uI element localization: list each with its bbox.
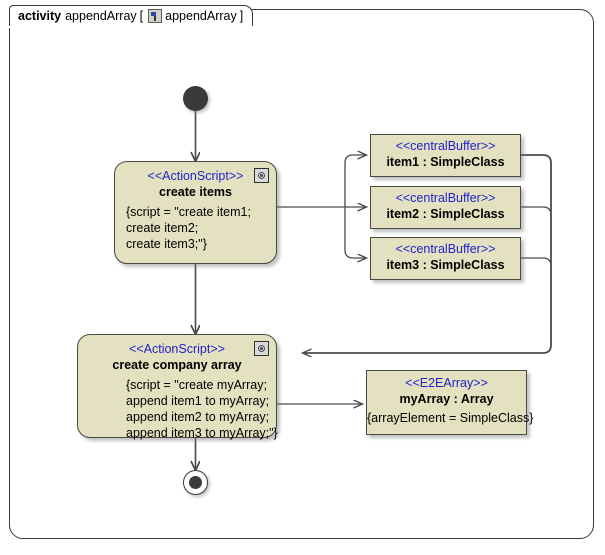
- action-node-create-items[interactable]: <<ActionScript>> create items {script = …: [114, 161, 277, 264]
- frame-tab-bracket-close: ]: [239, 9, 244, 23]
- activity-frame-tab[interactable]: activity appendArray [ appendArray ]: [9, 5, 254, 26]
- create-company-array-body-line: {script = "create myArray;: [126, 378, 267, 392]
- create-items-body-line: create item3;"}: [126, 237, 207, 251]
- frame-tab-keyword: activity: [18, 9, 62, 23]
- activity-final-node[interactable]: [183, 470, 208, 495]
- create-items-body-line: create item2;: [126, 221, 199, 235]
- buffer3-stereotype: <<centralBuffer>>: [395, 242, 496, 256]
- buffer2-name: item2 : SimpleClass: [386, 207, 505, 221]
- create-company-array-body: {script = "create myArray; append item1 …: [78, 377, 278, 441]
- object-node-my-array[interactable]: <<E2EArray>> myArray : Array {arrayEleme…: [366, 370, 534, 435]
- frame-tab-bracket-open: [: [139, 9, 144, 23]
- buffer3-name: item3 : SimpleClass: [386, 258, 505, 272]
- central-buffer-item3[interactable]: <<centralBuffer>> item3 : SimpleClass: [370, 237, 521, 280]
- my-array-body: {arrayElement = SimpleClass}: [367, 410, 534, 426]
- central-buffer-item1[interactable]: <<centralBuffer>> item1 : SimpleClass: [370, 134, 521, 177]
- initial-node[interactable]: [183, 86, 208, 111]
- create-items-body: {script = "create item1; create item2; c…: [115, 204, 276, 252]
- my-array-stereotype: <<E2EArray>>: [405, 376, 488, 390]
- create-items-body-line: {script = "create item1;: [126, 205, 251, 219]
- frame-tab-inner-name: appendArray: [165, 9, 237, 23]
- create-items-name: create items: [159, 185, 232, 199]
- central-buffer-item2[interactable]: <<centralBuffer>> item2 : SimpleClass: [370, 186, 521, 229]
- action-script-icon: [254, 168, 269, 183]
- activity-diagram-icon: [148, 9, 163, 23]
- frame-tab-name: appendArray: [65, 9, 137, 23]
- action-node-create-company-array[interactable]: <<ActionScript>> create company array {s…: [77, 334, 278, 441]
- buffer1-stereotype: <<centralBuffer>>: [395, 139, 496, 153]
- create-company-array-name: create company array: [112, 358, 242, 372]
- buffer1-name: item1 : SimpleClass: [386, 155, 505, 169]
- create-items-stereotype: <<ActionScript>>: [147, 169, 244, 183]
- my-array-body-line: {arrayElement = SimpleClass}: [367, 411, 534, 425]
- buffer2-stereotype: <<centralBuffer>>: [395, 191, 496, 205]
- create-company-array-body-line: append item3 to myArray;"}: [126, 426, 278, 440]
- action-script-icon: [254, 341, 269, 356]
- create-company-array-body-line: append item1 to myArray;: [126, 394, 270, 408]
- create-company-array-body-line: append item2 to myArray;: [126, 410, 270, 424]
- create-company-array-stereotype: <<ActionScript>>: [129, 342, 225, 356]
- my-array-name: myArray : Array: [399, 392, 494, 406]
